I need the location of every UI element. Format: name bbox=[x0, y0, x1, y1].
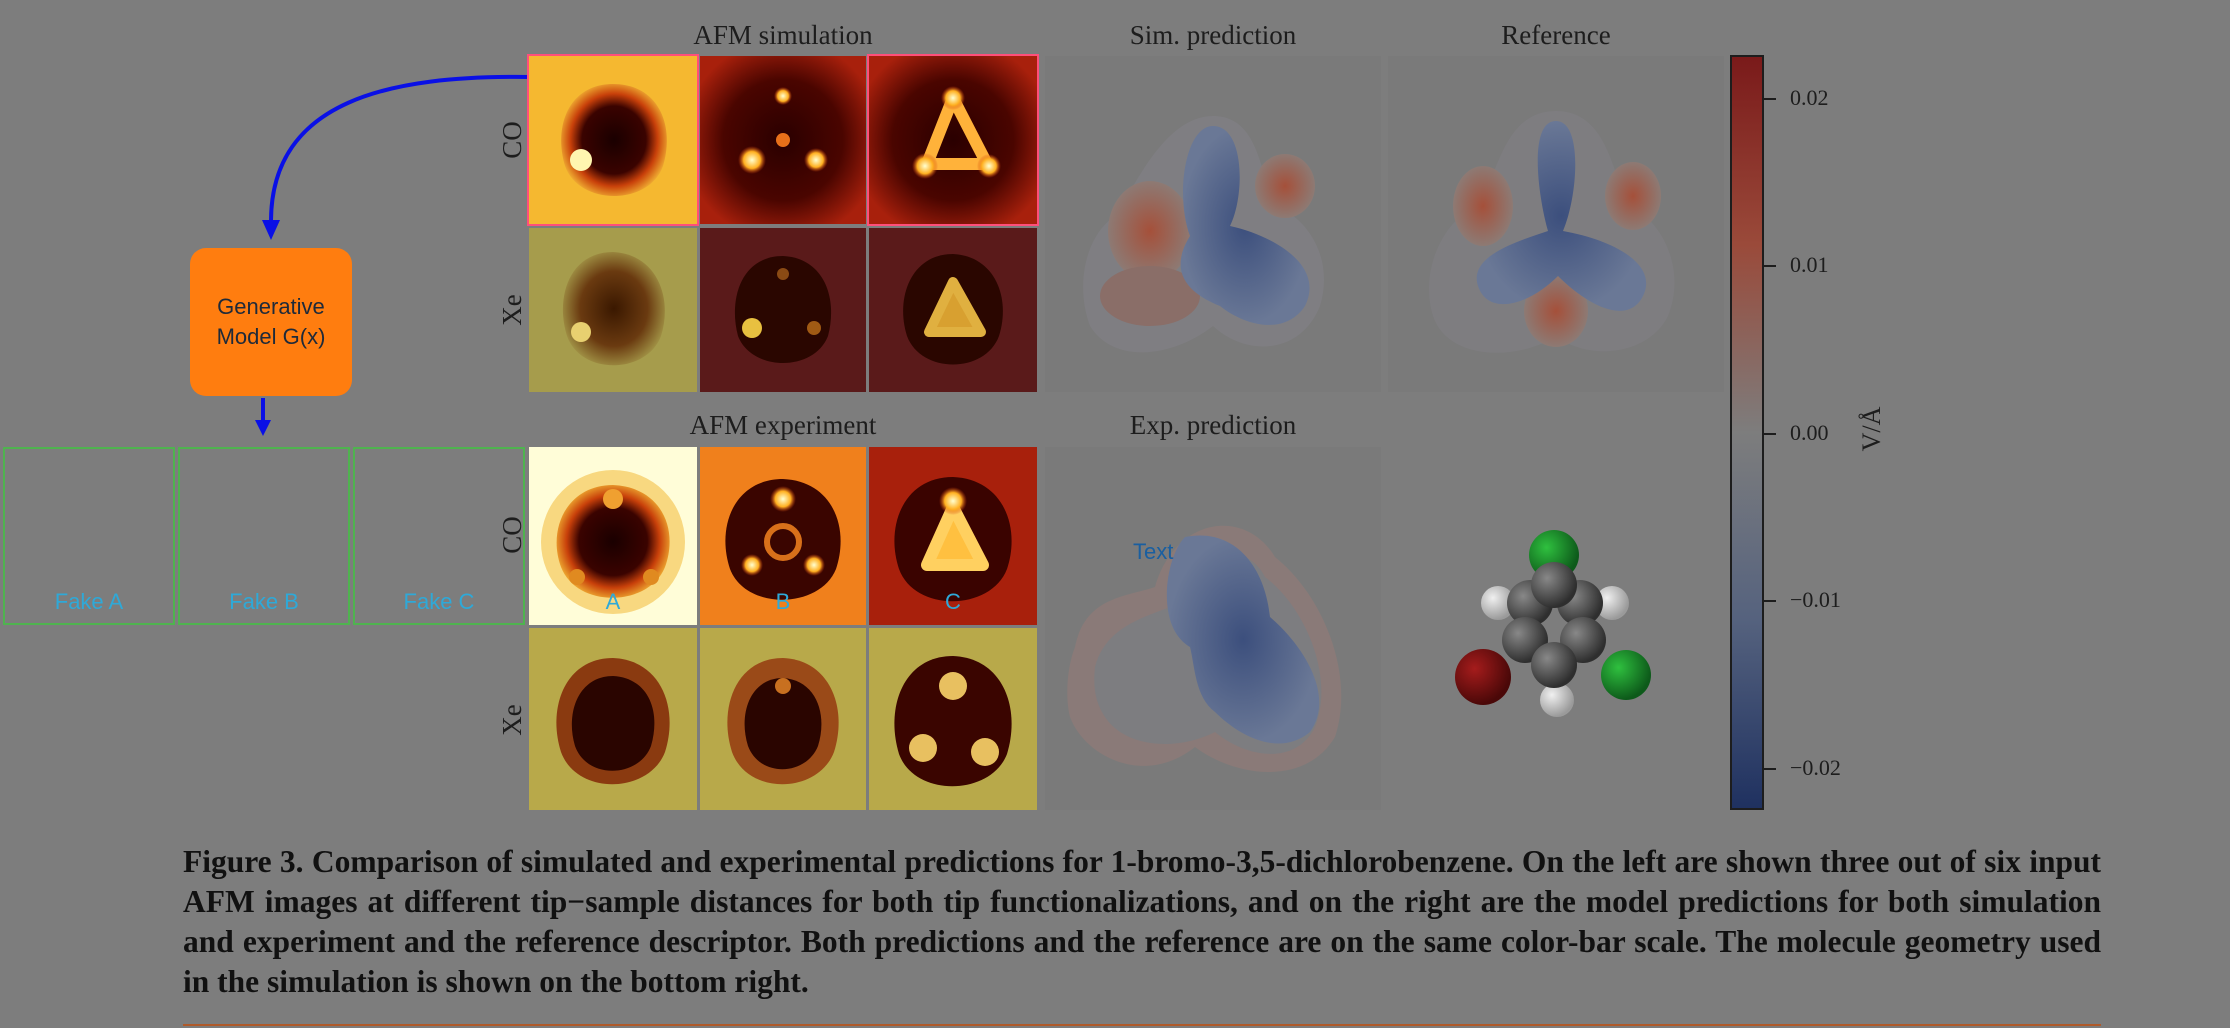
generative-model-box: Generative Model G(x) bbox=[190, 248, 352, 396]
colorbar-tick bbox=[1764, 768, 1776, 770]
colorbar-tick bbox=[1764, 98, 1776, 100]
sim-prediction-panel bbox=[1045, 56, 1381, 392]
reference-title: Reference bbox=[1501, 20, 1611, 50]
exp-label-b: B bbox=[775, 589, 791, 614]
exp-prediction-title: Exp. prediction bbox=[1129, 410, 1297, 440]
sim-co-tile-3 bbox=[867, 54, 1039, 226]
hydrogen-atom bbox=[1595, 586, 1629, 620]
sim-xe-tile-2 bbox=[700, 228, 866, 392]
fake-box-c: Fake C bbox=[353, 447, 525, 625]
colorbar-label: V/Å bbox=[1857, 406, 1886, 452]
colorbar-tick-label: −0.02 bbox=[1790, 755, 1841, 780]
fake-box-b: Fake B bbox=[178, 447, 350, 625]
exp-co-tile-c: C bbox=[869, 447, 1037, 625]
sim-xe-tile-3 bbox=[869, 228, 1037, 392]
exp-label-c: C bbox=[945, 589, 961, 614]
colorbar-tick bbox=[1764, 433, 1776, 435]
fake-box-label: Fake C bbox=[403, 589, 475, 614]
sim-co-tile-1 bbox=[527, 54, 699, 226]
fake-box-label: Fake A bbox=[54, 589, 124, 614]
exp-xe-tile-3 bbox=[869, 628, 1037, 810]
generative-model-line2: Model G(x) bbox=[216, 324, 326, 349]
sim-prediction-title: Sim. prediction bbox=[1129, 20, 1297, 50]
sim-co-tile-2 bbox=[700, 56, 866, 224]
exp-co-tile-b: B bbox=[700, 447, 866, 625]
bromine-atom bbox=[1455, 649, 1511, 705]
colorbar-tick-label: 0.01 bbox=[1790, 252, 1829, 277]
caption-rule bbox=[183, 1024, 2101, 1026]
afm-simulation-title: AFM simulation bbox=[693, 20, 873, 50]
fake-box-label: Fake B bbox=[229, 589, 299, 614]
molecule-geometry bbox=[1455, 530, 1651, 717]
figure-caption: Figure 3. Comparison of simulated and ex… bbox=[183, 844, 2101, 999]
colorbar-tick bbox=[1764, 600, 1776, 602]
row-label-xe-exp: Xe bbox=[497, 704, 527, 736]
sim-xe-tile-1 bbox=[529, 228, 697, 392]
colorbar bbox=[1730, 55, 1764, 810]
afm-experiment-title: AFM experiment bbox=[689, 410, 877, 440]
colorbar-tick bbox=[1764, 265, 1776, 267]
exp-co-tile-a: A bbox=[529, 447, 697, 625]
exp-xe-tile-2 bbox=[700, 628, 866, 810]
exp-label-a: A bbox=[605, 589, 621, 614]
reference-panel bbox=[1388, 56, 1724, 392]
generative-model-line1: Generative bbox=[217, 294, 325, 319]
exp-xe-tile-1 bbox=[529, 628, 697, 810]
chlorine-atom bbox=[1601, 650, 1651, 700]
hydrogen-atom bbox=[1481, 586, 1515, 620]
row-label-xe-sim: Xe bbox=[497, 294, 527, 326]
down-arrow bbox=[255, 398, 271, 436]
colorbar-tick-label: 0.02 bbox=[1790, 85, 1829, 110]
hydrogen-atom bbox=[1540, 683, 1574, 717]
feedback-arrow bbox=[262, 74, 531, 240]
exp-prediction-panel: Text bbox=[1045, 447, 1381, 810]
colorbar-tick-label: −0.01 bbox=[1790, 587, 1841, 612]
fake-box-a: Fake A bbox=[3, 447, 175, 625]
colorbar-tick-label: 0.00 bbox=[1790, 420, 1829, 445]
exp-prediction-annotation: Text bbox=[1133, 539, 1174, 564]
